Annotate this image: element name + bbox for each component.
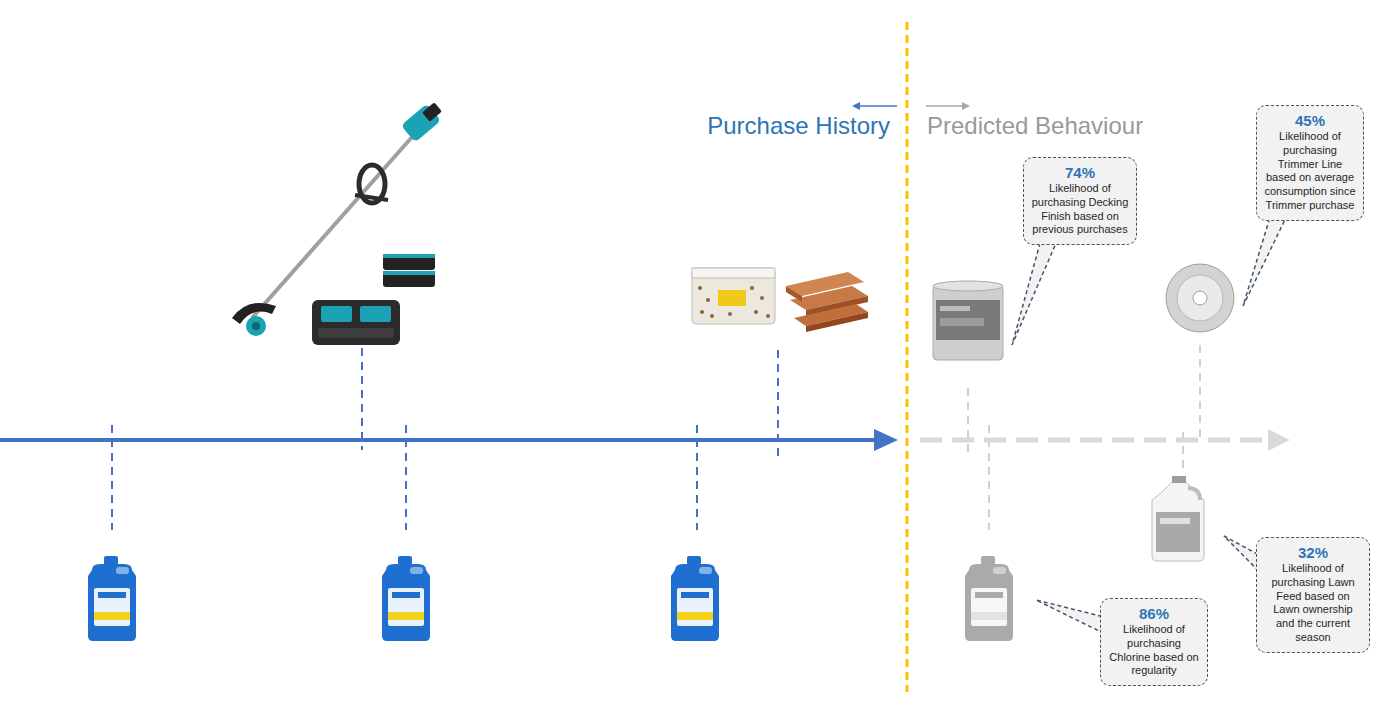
- chlorine-jug: [671, 556, 719, 641]
- direction-arrow: [860, 105, 897, 107]
- screw-box: [710, 314, 714, 318]
- string-trimmer: [252, 128, 420, 318]
- trimmer-line-spool: [1177, 275, 1223, 321]
- likelihood-percent: 32%: [1263, 544, 1363, 562]
- prediction-tick: [967, 388, 969, 457]
- string-trimmer: [355, 195, 388, 200]
- chlorine-jug: [965, 556, 1013, 641]
- direction-arrow: [852, 102, 860, 110]
- chlorine-jug: [382, 556, 430, 641]
- prediction-timeline: [920, 438, 1268, 443]
- callout-pointer: [1243, 219, 1286, 307]
- screw-box: [754, 310, 758, 314]
- lawn-feed-bottle: [1152, 482, 1204, 561]
- battery-pack: [383, 254, 435, 287]
- lawn-feed-bottle: [1160, 518, 1190, 524]
- screw-box: [760, 296, 764, 300]
- screw-box: [698, 286, 770, 318]
- section-heading: Predicted Behaviour: [927, 112, 1143, 140]
- screw-box: [728, 312, 732, 316]
- prediction-timeline: [920, 429, 1290, 451]
- battery-pack: [383, 254, 435, 258]
- screw-box: [766, 314, 770, 318]
- screw-box: [718, 290, 746, 306]
- callout-pointers: [1012, 219, 1286, 633]
- battery-pack: [383, 254, 435, 270]
- battery-charger: [312, 300, 400, 345]
- divider-line: [906, 22, 909, 692]
- callout-bubble: 86%Likelihood of purchasing Chlorine bas…: [1100, 598, 1208, 686]
- history-tick: [361, 348, 363, 450]
- string-trimmer: [252, 322, 260, 330]
- battery-charger: [360, 306, 391, 322]
- history-timeline: [874, 429, 898, 451]
- battery-charger: [318, 328, 394, 338]
- deck-boards: [806, 312, 868, 332]
- history-timeline: [0, 429, 898, 451]
- decking-finish-can: [933, 286, 1003, 360]
- prediction-timeline: [1268, 429, 1290, 451]
- lawn-feed-bottle: [1172, 476, 1186, 483]
- likelihood-percent: 45%: [1263, 112, 1357, 130]
- callout-pointer: [1036, 600, 1102, 632]
- battery-charger: [321, 306, 352, 322]
- deck-boards: [786, 272, 868, 332]
- screw-box: [750, 286, 754, 290]
- screw-box: [698, 286, 702, 290]
- callout-bubble: 45%Likelihood of purchasing Trimmer Line…: [1256, 105, 1364, 221]
- decking-finish-can: [933, 281, 1003, 360]
- decking-finish-can: [933, 281, 1003, 291]
- callout-text: Likelihood of purchasing Trimmer Line ba…: [1263, 130, 1357, 213]
- section-heading: Purchase History: [707, 112, 890, 140]
- direction-arrow: [926, 105, 962, 107]
- lawn-feed-bottle: [1156, 512, 1200, 552]
- callout-text: Likelihood of purchasing Lawn Feed based…: [1263, 562, 1363, 645]
- screw-box: [706, 298, 710, 302]
- callout-bubble: 32%Likelihood of purchasing Lawn Feed ba…: [1256, 537, 1370, 653]
- trimmer-line-spool: [1193, 291, 1207, 305]
- direction-arrow: [962, 102, 970, 110]
- likelihood-percent: 74%: [1030, 164, 1130, 182]
- battery-pack: [383, 271, 435, 275]
- string-trimmer: [246, 316, 266, 336]
- likelihood-percent: 86%: [1107, 605, 1201, 623]
- screw-box: [692, 268, 775, 324]
- deck-boards: [786, 272, 864, 296]
- direction-arrow: [852, 102, 970, 110]
- history-timeline: [0, 438, 878, 442]
- deck-boards: [786, 286, 802, 302]
- trimmer-line-spool: [1166, 264, 1234, 332]
- battery-charger: [312, 300, 400, 345]
- callout-pointer: [1224, 536, 1258, 570]
- battery-pack: [383, 271, 435, 287]
- decking-finish-can: [936, 300, 1000, 340]
- prediction-tick: [1199, 345, 1201, 440]
- callout-text: Likelihood of purchasing Chlorine based …: [1107, 623, 1201, 678]
- decking-finish-can: [940, 318, 984, 326]
- lawn-feed-bottle: [1152, 476, 1204, 561]
- screw-box: [692, 268, 775, 278]
- chlorine-jug: [88, 556, 136, 641]
- callout-bubble: 74%Likelihood of purchasing Decking Fini…: [1023, 157, 1137, 245]
- lawn-feed-bottle: [1188, 488, 1200, 500]
- screw-box: [692, 268, 775, 324]
- screw-box: [700, 310, 704, 314]
- string-trimmer: [422, 102, 442, 121]
- trimmer-line-spool: [1166, 264, 1234, 332]
- callout-pointer: [1012, 243, 1056, 345]
- decking-finish-can: [940, 306, 970, 311]
- callout-text: Likelihood of purchasing Decking Finish …: [1030, 182, 1130, 237]
